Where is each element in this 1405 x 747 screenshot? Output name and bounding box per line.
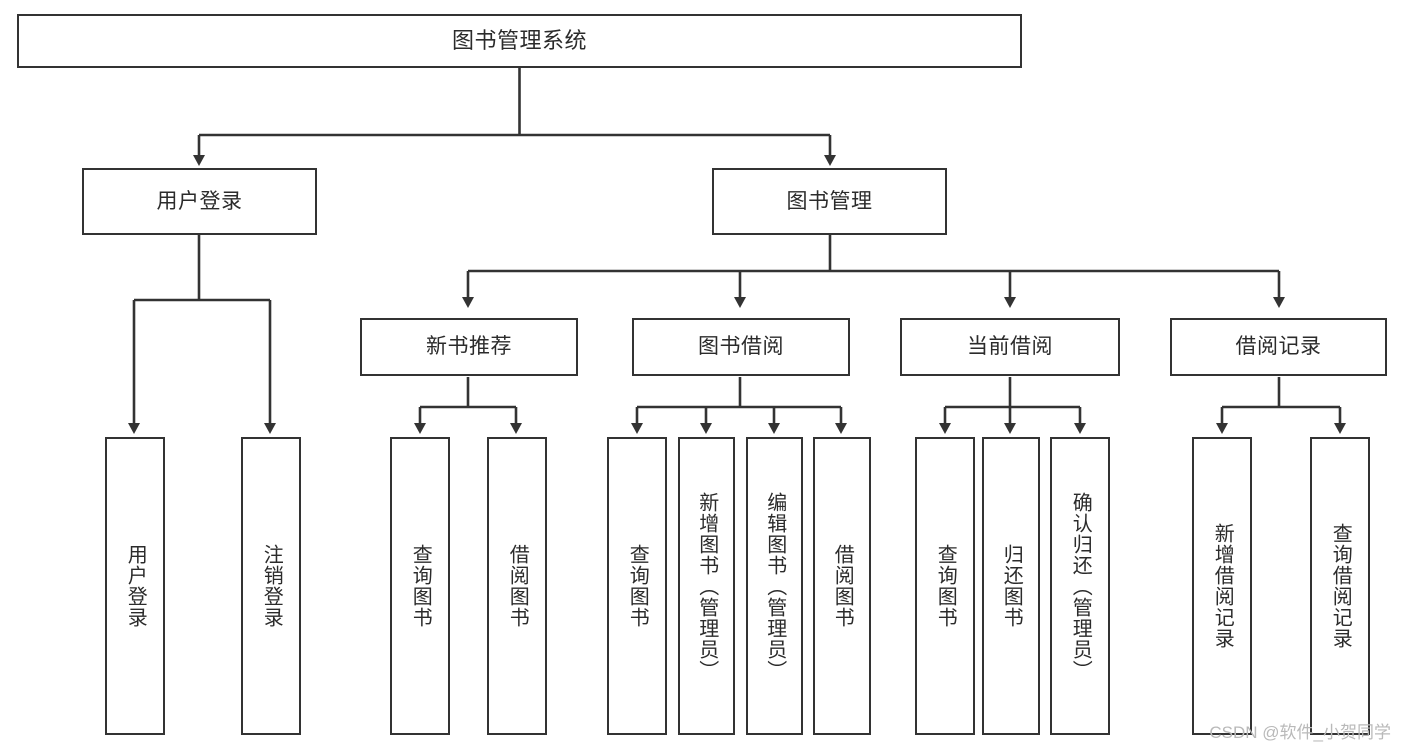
node-label: 确认归还（管理员） bbox=[1069, 491, 1092, 681]
node-label: 当前借阅 bbox=[967, 335, 1053, 359]
node-root-book-management-system[interactable]: 图书管理系统 bbox=[17, 14, 1022, 68]
node-book-management[interactable]: 图书管理 bbox=[712, 168, 947, 235]
leaf-current-query-book[interactable]: 查询图书 bbox=[915, 437, 975, 735]
node-label: 查询图书 bbox=[934, 544, 957, 628]
leaf-current-confirm-return-admin[interactable]: 确认归还（管理员） bbox=[1050, 437, 1110, 735]
leaf-current-return-book[interactable]: 归还图书 bbox=[982, 437, 1040, 735]
node-label: 查询借阅记录 bbox=[1329, 523, 1352, 649]
node-label: 图书借阅 bbox=[698, 335, 784, 359]
node-label: 用户登录 bbox=[124, 544, 147, 628]
node-label: 归还图书 bbox=[1000, 544, 1023, 628]
node-current-borrowing[interactable]: 当前借阅 bbox=[900, 318, 1120, 376]
leaf-logout[interactable]: 注销登录 bbox=[241, 437, 301, 735]
leaf-new-books-query-book[interactable]: 查询图书 bbox=[390, 437, 450, 735]
node-new-book-recommendation[interactable]: 新书推荐 bbox=[360, 318, 578, 376]
node-label: 编辑图书（管理员） bbox=[763, 491, 786, 681]
leaf-borrow-borrow-book[interactable]: 借阅图书 bbox=[813, 437, 871, 735]
node-label: 图书管理 bbox=[786, 189, 873, 213]
leaf-records-query-record[interactable]: 查询借阅记录 bbox=[1310, 437, 1370, 735]
leaf-user-login[interactable]: 用户登录 bbox=[105, 437, 165, 735]
node-label: 新增图书（管理员） bbox=[695, 491, 718, 681]
node-book-borrowing[interactable]: 图书借阅 bbox=[632, 318, 850, 376]
node-label: 查询图书 bbox=[626, 544, 649, 628]
leaf-records-add-record[interactable]: 新增借阅记录 bbox=[1192, 437, 1252, 735]
node-label: 图书管理系统 bbox=[451, 27, 587, 53]
node-label: 借阅图书 bbox=[831, 544, 854, 628]
node-label: 借阅图书 bbox=[506, 544, 529, 628]
node-user-login[interactable]: 用户登录 bbox=[82, 168, 317, 235]
node-label: 新增借阅记录 bbox=[1211, 523, 1234, 649]
node-label: 用户登录 bbox=[156, 189, 243, 213]
node-label: 借阅记录 bbox=[1235, 335, 1322, 359]
leaf-borrow-query-book[interactable]: 查询图书 bbox=[607, 437, 667, 735]
leaf-new-books-borrow-book[interactable]: 借阅图书 bbox=[487, 437, 547, 735]
leaf-borrow-add-book-admin[interactable]: 新增图书（管理员） bbox=[678, 437, 735, 735]
leaf-borrow-edit-book-admin[interactable]: 编辑图书（管理员） bbox=[746, 437, 803, 735]
node-label: 新书推荐 bbox=[426, 335, 512, 359]
node-borrowing-records[interactable]: 借阅记录 bbox=[1170, 318, 1387, 376]
node-label: 查询图书 bbox=[409, 544, 432, 628]
node-label: 注销登录 bbox=[260, 544, 283, 628]
